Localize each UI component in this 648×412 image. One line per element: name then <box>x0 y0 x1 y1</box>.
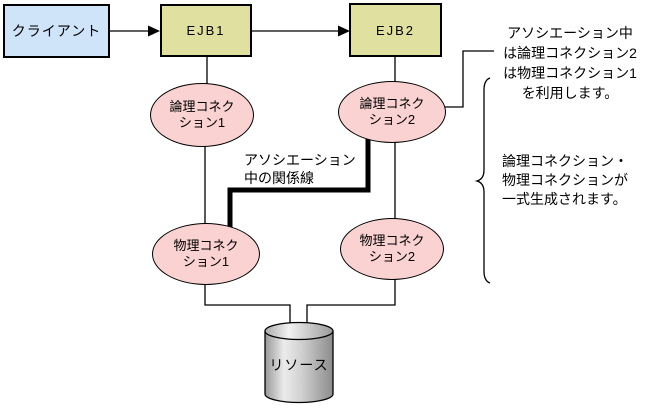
generation-note-line2: 物理コネクションが <box>502 172 628 188</box>
logical-connection-1-label-line2: ション1 <box>178 115 226 130</box>
association-note-line1: アソシエーション中 <box>507 25 633 41</box>
arrowhead-ejb1-ejb2 <box>338 25 350 37</box>
arrowhead-client-ejb1 <box>148 25 160 37</box>
association-note-line2: は論理コネクション2 <box>503 45 637 61</box>
relation-line-label-line1: アソシエーション <box>244 152 356 168</box>
logical-connection-2-label-line2: ション2 <box>368 112 416 127</box>
ejb1-box: EJB1 <box>160 4 252 57</box>
physical-connection-1-label-line2: ション1 <box>182 254 230 269</box>
client-box: クライアント <box>3 4 110 58</box>
physical-connection-1-ellipse: 物理コネク ション1 <box>152 223 260 285</box>
association-relation-line <box>227 136 371 228</box>
logical-connection-1-ellipse: 論理コネク ション1 <box>150 83 254 147</box>
ejb2-box: EJB2 <box>349 3 442 57</box>
generation-note-line3: 一式生成されます。 <box>502 191 627 207</box>
ejb1-label: EJB1 <box>186 23 226 38</box>
ejb2-label: EJB2 <box>375 22 416 38</box>
client-label: クライアント <box>11 23 102 39</box>
logical-connection-2-label-line1: 論理コネク <box>359 96 425 111</box>
physical1-to-resource-connector <box>204 283 291 324</box>
generation-note-line1: 論理コネクション・ <box>502 153 628 169</box>
physical-connection-2-label-line1: 物理コネク <box>359 233 425 248</box>
relation-line-label-line2: 中の関係線 <box>244 170 314 186</box>
resource-cylinder-top <box>264 321 334 341</box>
association-note-line3: は物理コネクション1 <box>503 65 637 81</box>
resource-cylinder-body <box>264 331 334 404</box>
annotation-elbow-line <box>442 50 494 108</box>
physical-connection-1-label-line1: 物理コネク <box>173 238 239 253</box>
relation-line-label: アソシエーション 中の関係線 <box>244 151 374 187</box>
association-note: アソシエーション中 は論理コネクション2 は物理コネクション1 を利用します。 <box>492 23 648 103</box>
logical-connection-1-label-line1: 論理コネク <box>169 99 235 114</box>
right-curly-brace <box>474 77 491 284</box>
association-note-line4: を利用します。 <box>521 85 619 101</box>
physical-connection-2-ellipse: 物理コネク ション2 <box>340 218 444 280</box>
resource-label: リソース <box>269 357 329 373</box>
resource-cylinder <box>264 321 334 404</box>
logical-connection-2-ellipse: 論理コネク ション2 <box>338 81 446 143</box>
physical2-to-resource-connector <box>306 278 396 324</box>
physical-connection-2-label-line2: ション2 <box>368 249 416 264</box>
generation-note: 論理コネクション・ 物理コネクションが 一式生成されます。 <box>502 152 648 209</box>
